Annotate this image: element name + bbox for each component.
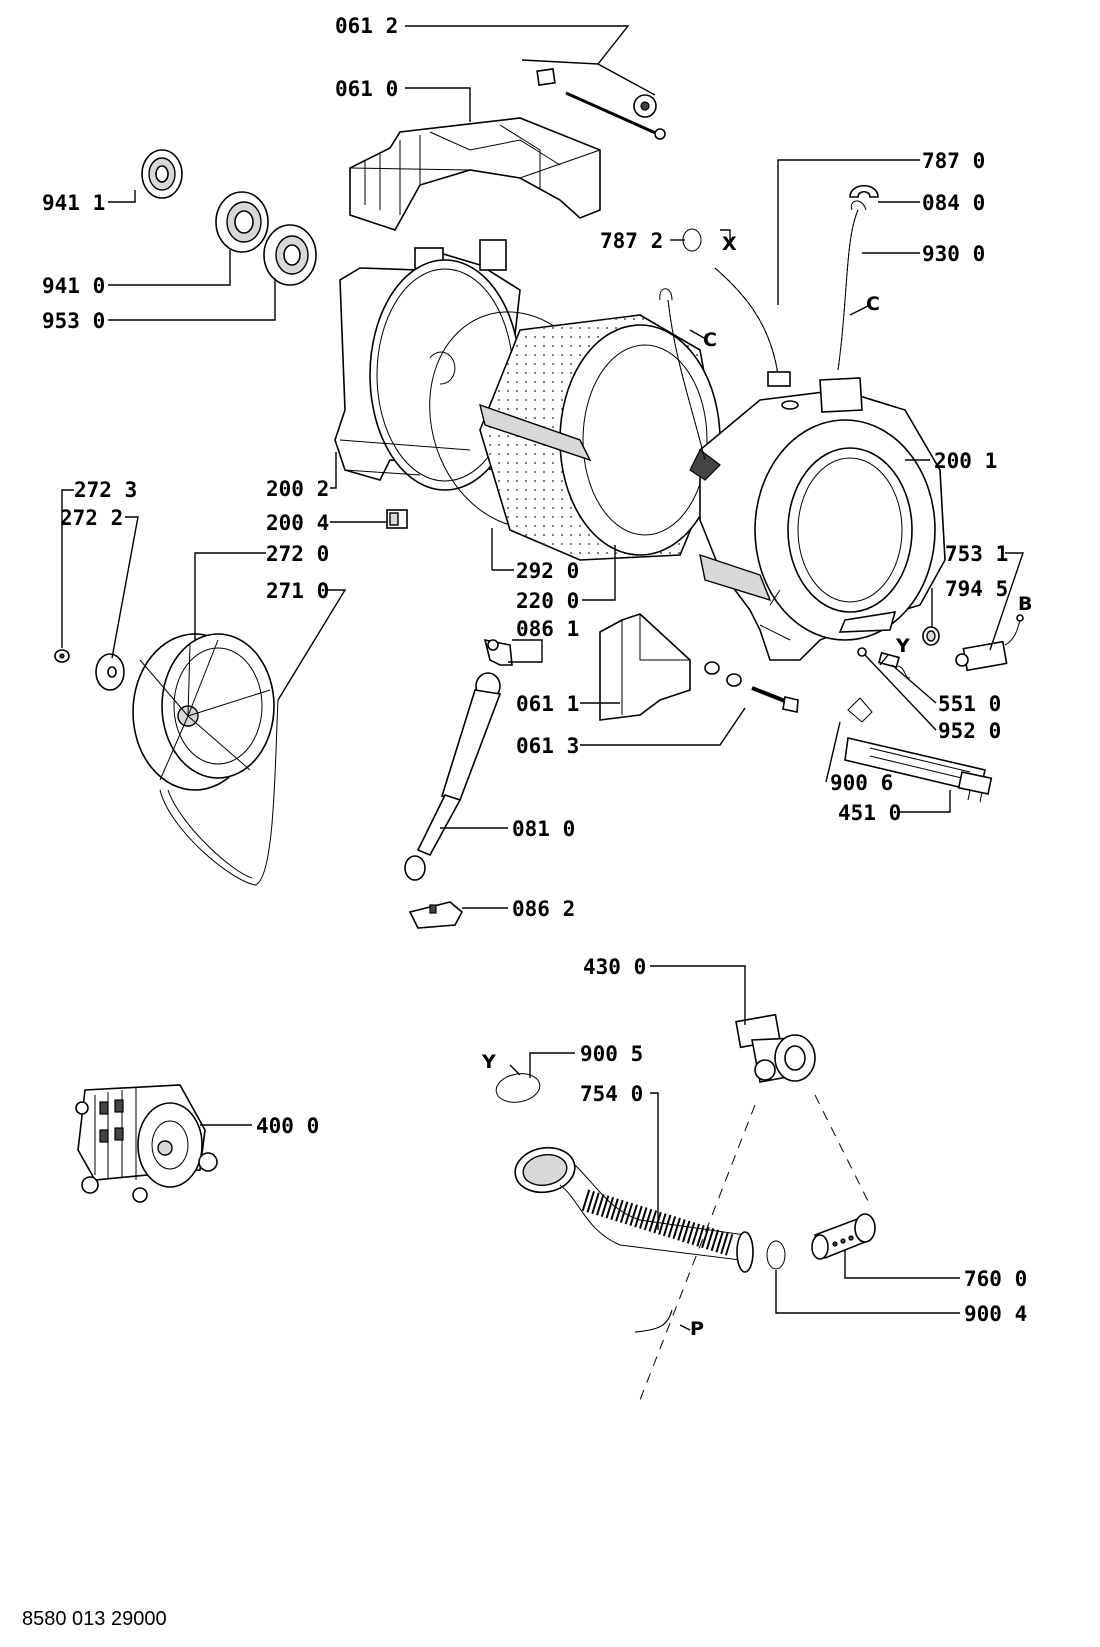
part-bellows-7870	[714, 267, 791, 387]
part-bracket-0862	[408, 901, 464, 929]
part-front-tub-2001	[689, 377, 946, 661]
part-spring-c-left	[659, 288, 706, 461]
part-pump-4300	[735, 1013, 816, 1083]
marker-y-clamp: Y	[481, 1051, 496, 1073]
part-clamp-9005	[495, 1073, 541, 1103]
part-washer-2722	[95, 653, 125, 691]
part-bearing-9410	[215, 191, 269, 253]
label-7600: 760 0	[964, 1267, 1027, 1291]
label-9004: 900 4	[964, 1302, 1027, 1326]
document-code: 8580 013 29000	[22, 1608, 167, 1630]
label-9005: 900 5	[580, 1042, 643, 1066]
label-9411: 941 1	[42, 191, 105, 215]
part-counterweight-0610	[349, 117, 601, 231]
label-7540: 754 0	[580, 1082, 643, 1106]
label-2200: 220 0	[516, 589, 579, 613]
label-9410: 941 0	[42, 274, 105, 298]
label-4000: 400 0	[256, 1114, 319, 1138]
label-7531: 753 1	[945, 542, 1008, 566]
label-7945: 794 5	[945, 577, 1008, 601]
part-clamp-9004	[766, 1240, 786, 1270]
part-ntc-5510	[878, 651, 911, 679]
part-bearing-9411	[141, 149, 183, 199]
label-0861: 086 1	[516, 617, 579, 641]
part-motor-4000	[75, 1084, 218, 1203]
part-drum-2200	[479, 314, 721, 561]
label-0810: 081 0	[512, 817, 575, 841]
label-9520: 952 0	[938, 719, 1001, 743]
part-clip-9006	[847, 697, 873, 723]
label-2710: 271 0	[266, 579, 329, 603]
label-2723: 272 3	[74, 478, 137, 502]
part-clamp-7872	[682, 228, 702, 252]
leader-lines	[61, 25, 1024, 1331]
part-belt-2710	[159, 699, 279, 886]
label-7870: 787 0	[922, 149, 985, 173]
part-nut-9520	[857, 647, 867, 657]
marker-x: X	[722, 233, 737, 255]
marker-c-right: C	[866, 293, 880, 315]
label-9300: 930 0	[922, 242, 985, 266]
label-7872: 787 2	[600, 229, 663, 253]
label-0612: 061 2	[335, 14, 398, 38]
label-0862: 086 2	[512, 897, 575, 921]
label-0610: 061 0	[335, 77, 398, 101]
part-pulley-2720	[132, 633, 275, 791]
part-sensor-7531	[955, 614, 1024, 672]
label-5510: 551 0	[938, 692, 1001, 716]
marker-y-front: Y	[895, 635, 910, 657]
label-2002: 200 2	[266, 477, 329, 501]
label-9006: 900 6	[830, 771, 893, 795]
label-2720: 272 0	[266, 542, 329, 566]
part-bracket-0861	[483, 638, 513, 666]
part-filter-7600	[811, 1213, 876, 1260]
label-9530: 953 0	[42, 309, 105, 333]
part-seal-9530	[263, 224, 317, 286]
part-nut-2723	[54, 649, 70, 663]
marker-p: P	[690, 1318, 704, 1340]
part-bolt-kit-0613	[704, 661, 799, 713]
part-counterweight-0611	[599, 613, 691, 721]
part-elbow-p	[634, 1309, 673, 1333]
label-0611: 061 1	[516, 692, 579, 716]
label-2722: 272 2	[60, 506, 123, 530]
label-0840: 084 0	[922, 191, 985, 215]
part-heater-4510	[844, 737, 993, 803]
label-2920: 292 0	[516, 559, 579, 583]
part-grommet-7945	[922, 626, 940, 646]
part-screw-kit-0612	[536, 68, 666, 140]
label-4510: 451 0	[838, 801, 901, 825]
marker-c-left: C	[703, 329, 717, 351]
part-damper-0810	[404, 672, 502, 881]
part-cap-0840	[849, 184, 879, 198]
label-2004: 200 4	[266, 511, 329, 535]
label-2001: 200 1	[934, 449, 997, 473]
part-clip-2004	[386, 509, 408, 529]
marker-b: B	[1018, 593, 1032, 615]
part-spring-9300	[837, 200, 867, 371]
label-4300: 430 0	[583, 955, 646, 979]
label-0613: 061 3	[516, 734, 579, 758]
